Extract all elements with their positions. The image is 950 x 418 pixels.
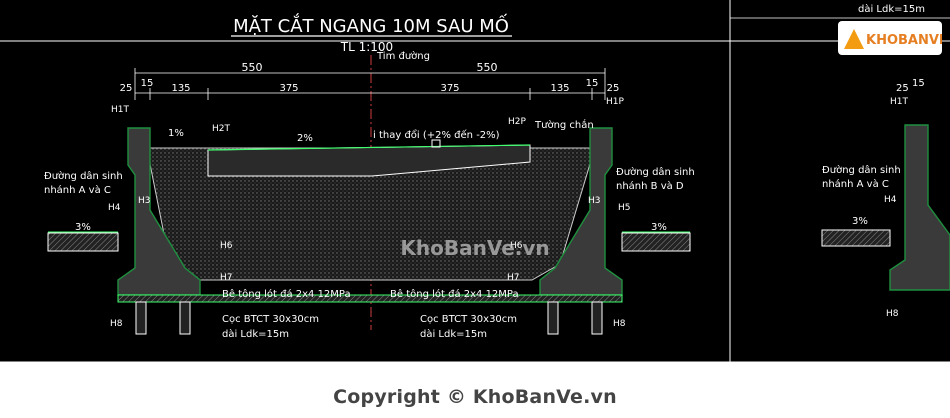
centerline: Tim đường [370,50,430,330]
dim-right-15: 15 [586,78,599,89]
slope-left-3pct: 3% [75,222,91,233]
concrete-note-left: Bê tông lót đá 2x4 12MPa [222,288,351,300]
dim-left-375: 375 [279,83,298,94]
side-roads [47,231,691,252]
side-dim-15: 15 [912,78,925,89]
dim-right-135: 135 [550,83,569,94]
side-slope: 3% [852,216,868,227]
side-road-line2: nhánh A và C [822,178,889,190]
mark-h6-left: H6 [220,241,233,251]
dim-left-25: 25 [120,83,133,94]
wall-label: Tường chắn [534,118,594,131]
slope-note-marker [431,139,441,148]
side-top-note: dài Ldk=15m [858,3,925,15]
mark-h6-right: H6 [510,241,523,251]
mark-h8-left: H8 [110,319,123,329]
concrete-note-right: Bê tông lót đá 2x4 12MPa [390,288,519,300]
side-mark-h8: H8 [886,309,899,319]
mark-h2t: H2T [212,124,230,134]
pile-note-left-2: dài Ldk=15m [222,328,289,340]
mark-h3-right: H3 [588,196,601,206]
slope-right-3pct: 3% [651,222,667,233]
mark-h4: H4 [108,203,121,213]
mark-h3-left: H3 [138,196,151,206]
dimension-lines [134,68,606,100]
mark-h8-right: H8 [613,319,626,329]
dim-left-135: 135 [171,83,190,94]
road-right-line1: Đường dân sinh [616,166,695,178]
centerline-label: Tim đường [376,50,430,62]
mark-h2p: H2P [508,117,526,127]
slope-left-1pct: 1% [168,128,184,139]
slope-note: i thay đổi (+2% đến -2%) [373,128,500,141]
piles [135,301,603,335]
side-drawing: dài Ldk=15m 25 15 H1T H3 H4 H8 3% Đường … [730,3,950,319]
watermark: KhoBanVe.vn [400,236,549,260]
pile-note-right-2: dài Ldk=15m [420,328,487,340]
scale-label: TL 1:100 [340,40,393,54]
mark-h7-left: H7 [220,273,233,283]
dim-top-right: 550 [477,61,498,74]
dim-top-left: 550 [242,61,263,74]
logo-text: KHOBANVE [866,33,942,48]
side-road-line1: Đường dân sinh [822,164,901,176]
pile-note-right-1: Cọc BTCT 30x30cm [420,314,517,325]
base-concrete [117,294,623,303]
mark-h5: H5 [618,203,631,213]
side-mark-h1t: H1T [890,97,908,107]
khobanve-logo: KHOBANVE [838,21,948,55]
mark-h7-right: H7 [507,273,520,283]
cross-section-drawing: MẶT CẮT NGANG 10M SAU MỐ TL 1:100 Tim đư… [0,0,950,363]
mark-h1t: H1T [111,105,129,115]
road-left-line2: nhánh A và C [44,184,111,196]
road-left-line1: Đường dân sinh [44,170,123,182]
slope-center-2pct: 2% [297,133,313,144]
dim-right-25: 25 [607,83,620,94]
section-title: MẶT CẮT NGANG 10M SAU MỐ [233,13,509,37]
road-right-line2: nhánh B và D [616,180,684,192]
mark-h1p: H1P [606,97,624,107]
dim-right-375: 375 [440,83,459,94]
side-mark-h4: H4 [884,195,897,205]
pile-note-left-1: Cọc BTCT 30x30cm [222,314,319,325]
dim-left-15: 15 [141,78,154,89]
side-dim-25: 25 [896,83,909,94]
copyright-text: Copyright © KhoBanVe.vn [333,386,617,408]
footer-bar [0,362,950,418]
